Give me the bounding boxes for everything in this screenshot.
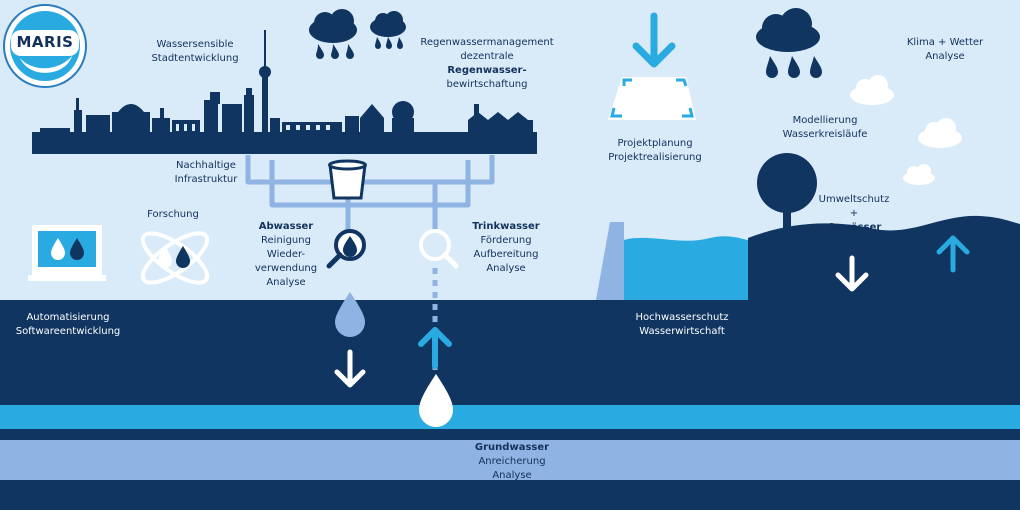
- bedrock-layer: [0, 480, 1020, 510]
- label-project: Projektplanung Projektrealisierung: [608, 138, 702, 163]
- label-rainwater: Regenwassermanagement dezentrale Regenwa…: [420, 37, 554, 90]
- groundwater-layer: [0, 440, 1020, 480]
- tree-trunk: [783, 205, 791, 235]
- tree-crown: [757, 153, 817, 213]
- arrow-up-blue-icon: [936, 235, 970, 273]
- magnifier-drop-icon: [326, 229, 366, 269]
- arrow-down-icon: [334, 349, 366, 388]
- label-automation: Automatisierung Softwareentwicklung: [15, 312, 121, 337]
- label-groundwater: Grundwasser Anreicherung Analyse: [474, 442, 550, 481]
- drinking-water-drop-icon: [419, 374, 453, 427]
- magnifier-icon: [419, 229, 459, 269]
- label-modelling: Modellierung Wasserkreisläufe: [782, 115, 868, 140]
- label-research: Forschung: [147, 209, 199, 220]
- bucket-icon: [328, 159, 367, 200]
- rain-cloud-small-icon: [370, 11, 406, 49]
- rain-cloud-icon: [309, 9, 357, 59]
- reservoir-water: [624, 236, 755, 300]
- monitor-icon: [28, 225, 106, 281]
- label-water-sensitive: Wassersensible Stadtentwicklung: [151, 39, 239, 64]
- aquifer-band: [0, 405, 1020, 429]
- rain-cloud-large-icon: [756, 8, 822, 78]
- white-clouds: [850, 75, 962, 185]
- maris-logo: [3, 4, 87, 88]
- label-drinking-water: Trinkwasser Förderung Aufbereitung Analy…: [472, 221, 540, 274]
- arrow-up-icon: [418, 327, 452, 369]
- label-wastewater: Abwasser Reinigung Wieder- verwendung An…: [254, 221, 318, 288]
- label-environment: Umweltschutz + Gewässer: [818, 194, 890, 233]
- label-infrastructure: Nachhaltige Infrastruktur: [174, 160, 238, 185]
- dam-wall: [596, 222, 624, 300]
- project-planning-icon: [608, 12, 696, 120]
- label-flood: Hochwasserschutz Wasserwirtschaft: [635, 312, 729, 337]
- wastewater-drop-icon: [335, 292, 365, 337]
- arrow-down-blue-icon: [632, 12, 676, 68]
- skyline-details: [176, 124, 330, 131]
- label-climate: Klima + Wetter Analyse: [906, 37, 984, 62]
- logo-text: MARIS: [16, 33, 74, 51]
- arrow-down-white-icon: [835, 255, 869, 292]
- research-atom-icon: [140, 231, 210, 285]
